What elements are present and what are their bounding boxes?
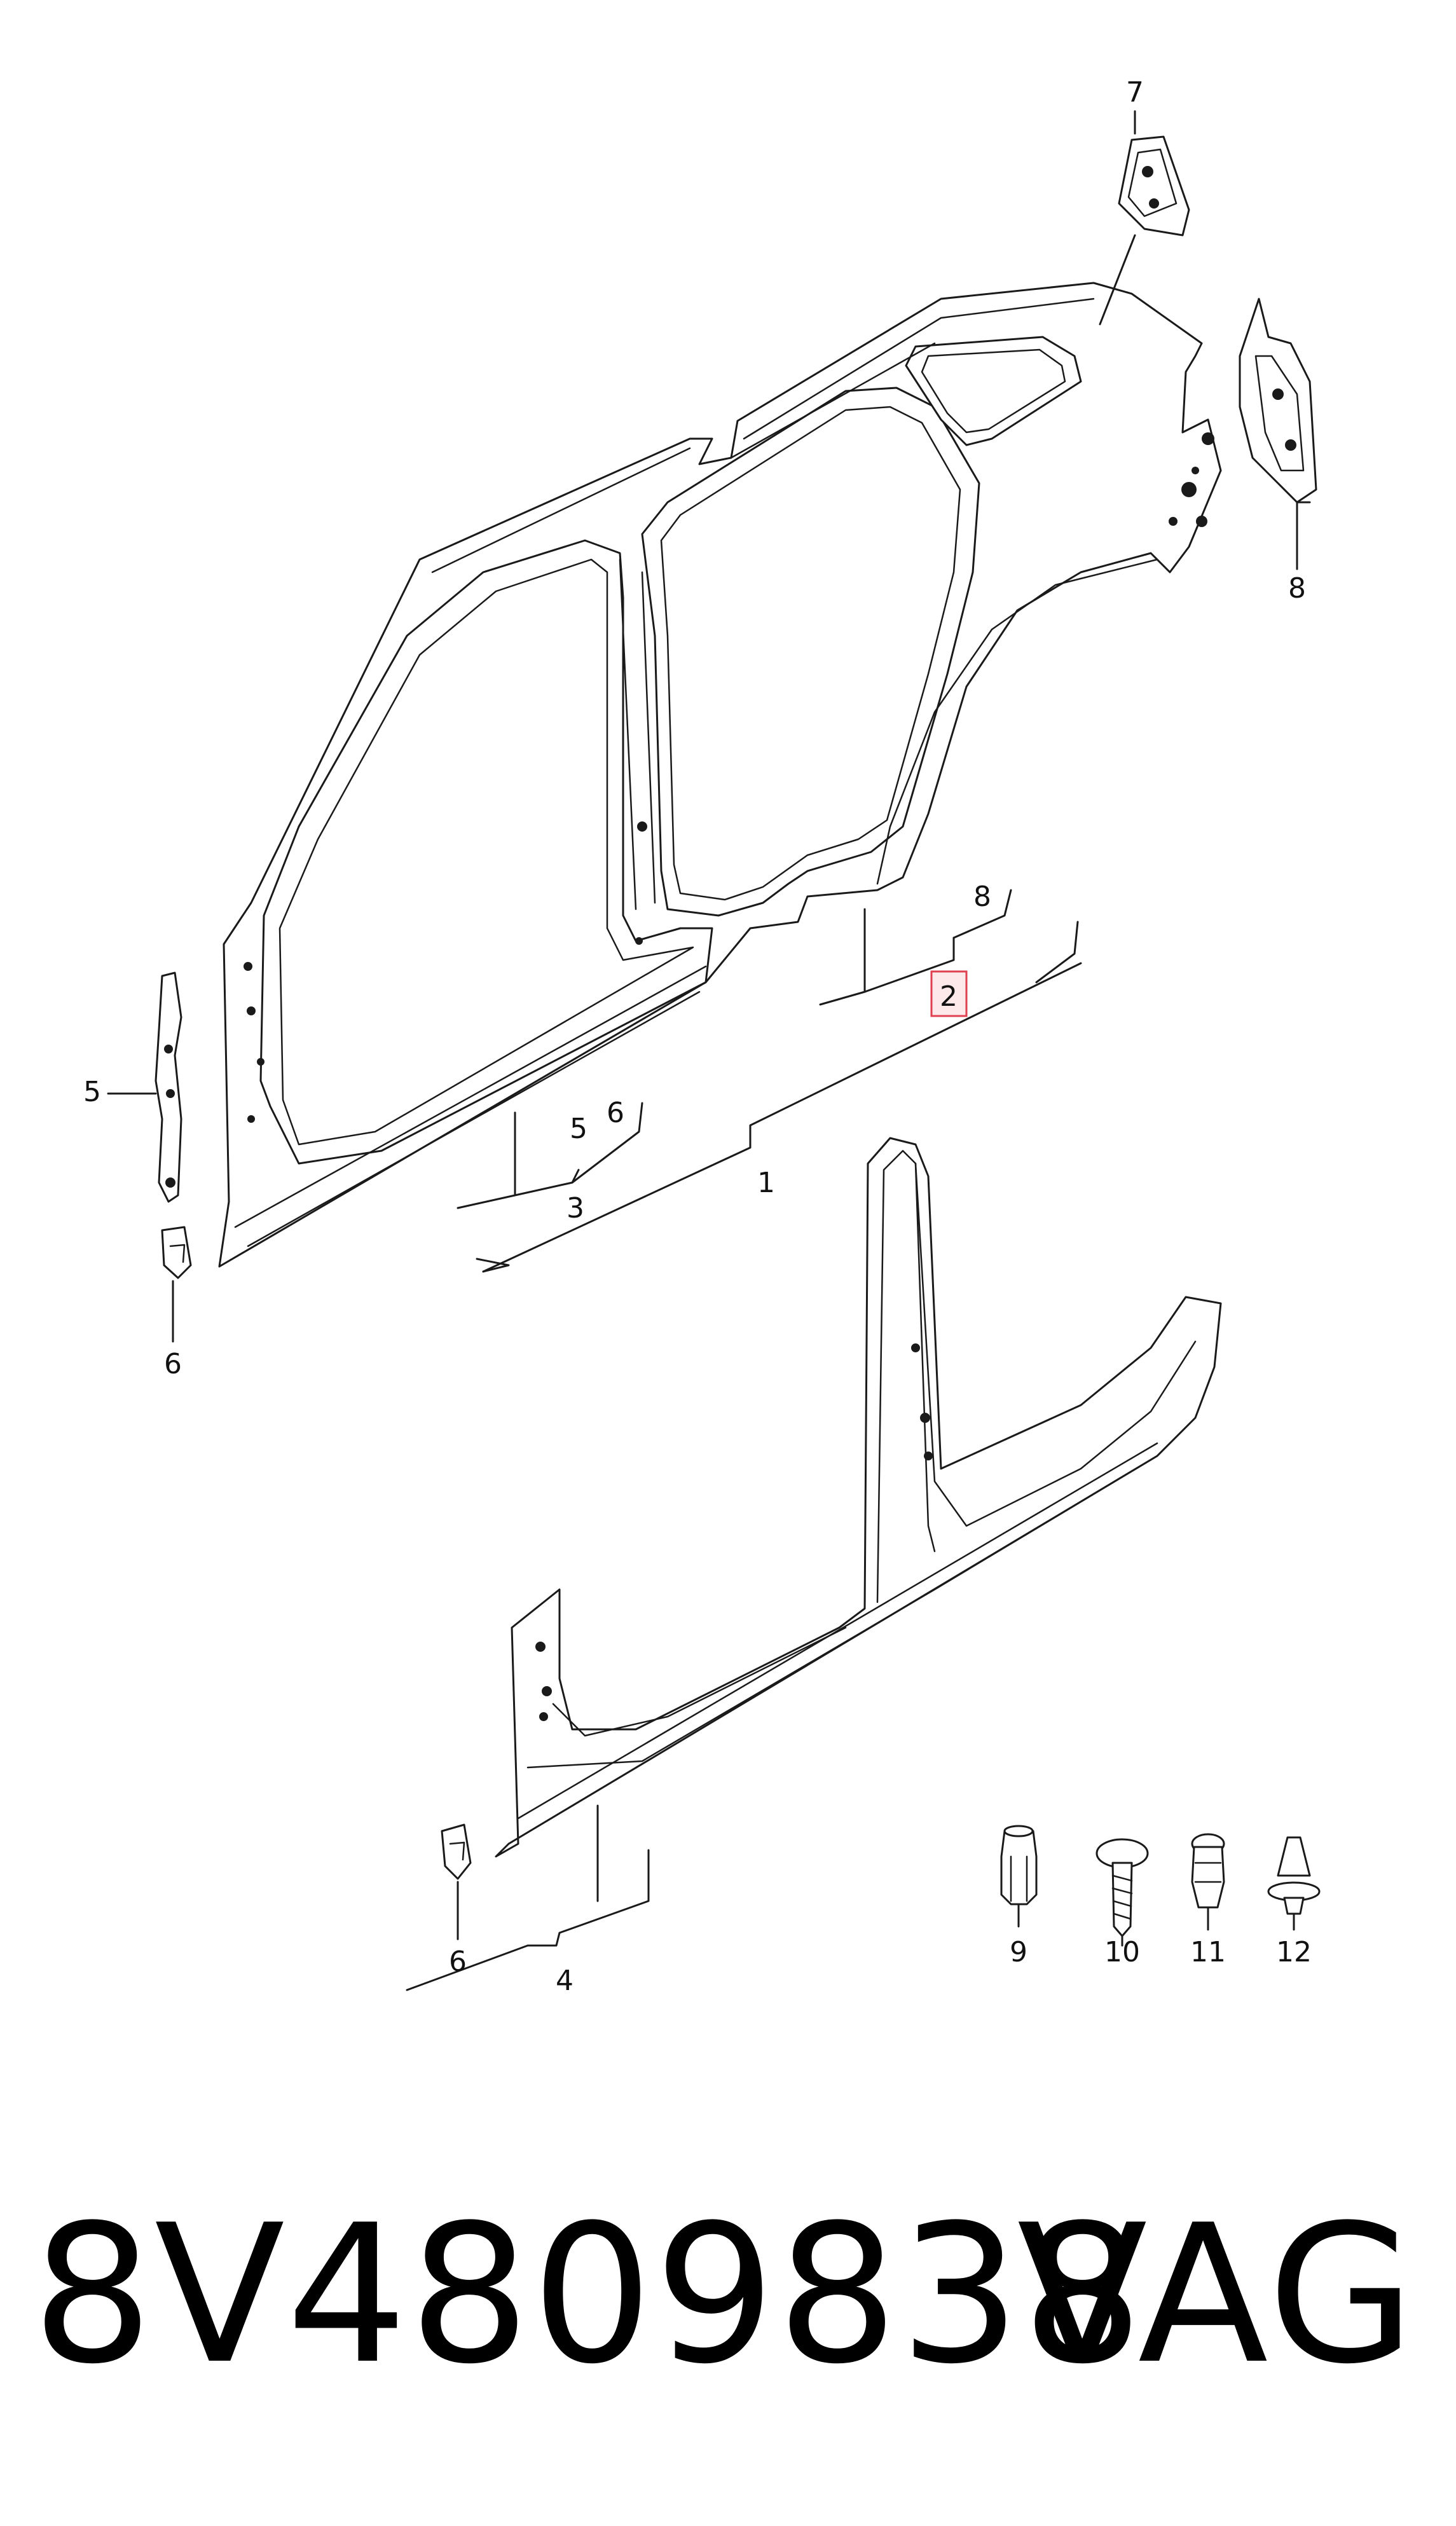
- callout-4: 4: [556, 1965, 573, 1997]
- leader-lines: [107, 110, 1311, 1991]
- callout-5-left: 5: [83, 1076, 101, 1108]
- callout-6-mid: 6: [607, 1097, 624, 1129]
- part-10-screw: [1095, 1838, 1149, 1937]
- callout-10: 10: [1104, 1936, 1140, 1968]
- lower-sill-assembly: [495, 1137, 1222, 1858]
- footer: 8V4809838 VAG: [0, 2187, 1456, 2403]
- callout-2: 2: [940, 980, 958, 1013]
- callout-8-mid: 8: [973, 881, 991, 913]
- callout-1: 1: [757, 1167, 775, 1199]
- callout-12: 12: [1276, 1936, 1312, 1968]
- side-panel-assembly: [218, 282, 1222, 1268]
- part-6-clip-lower: [441, 1823, 472, 1880]
- callout-6-lower: 6: [449, 1946, 467, 1978]
- callout-9: 9: [1010, 1936, 1027, 1968]
- part-5-bracket-upper: [155, 971, 182, 1203]
- callout-6-left: 6: [164, 1348, 182, 1380]
- part-number: 8V4809838: [32, 2184, 1145, 2406]
- part-12-pin: [1267, 1836, 1321, 1915]
- callout-labels: 7 8 5 6 8 2 5 6 3 1 6 4 9 10 11 12: [83, 76, 1312, 1997]
- callout-8-top: 8: [1288, 572, 1306, 605]
- callout-11: 11: [1190, 1936, 1226, 1968]
- part-9-nut: [1000, 1825, 1038, 1905]
- brand-name: VAG: [1017, 2184, 1418, 2406]
- part-8-rear-bracket: [1239, 298, 1317, 504]
- part-11-clip: [1191, 1833, 1225, 1909]
- part-6-clip-upper: [161, 1226, 192, 1279]
- part-7-bracket: [1118, 135, 1190, 237]
- callout-3: 3: [567, 1192, 584, 1225]
- callout-7: 7: [1126, 76, 1144, 109]
- highlight-box: [930, 970, 968, 1017]
- callout-5-mid: 5: [570, 1113, 587, 1145]
